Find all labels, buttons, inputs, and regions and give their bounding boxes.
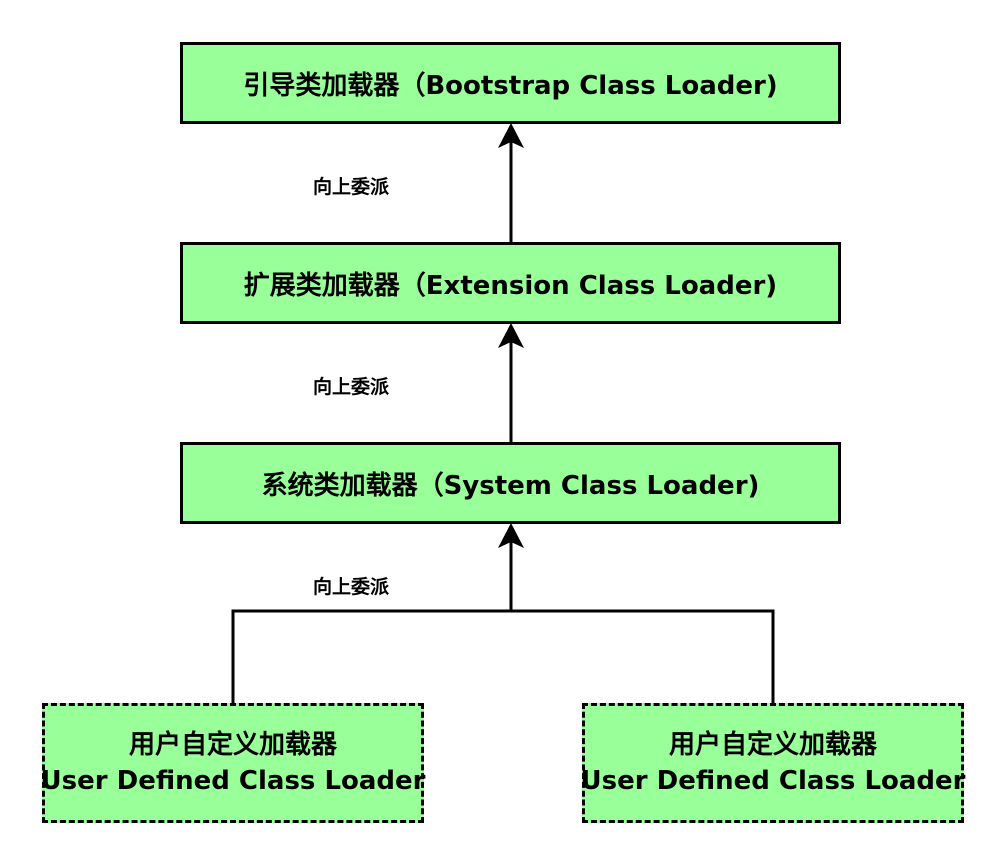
node-user-right-line1: 用户自定义加载器 xyxy=(668,730,877,760)
node-user-defined-class-loader-right: 用户自定义加载器 User Defined Class Loader xyxy=(580,703,966,823)
node-system-class-loader: 系统类加载器（System Class Loader) xyxy=(180,442,841,524)
arrowhead-extension xyxy=(498,323,524,348)
edge-label-delegate-up-2: 向上委派 xyxy=(313,376,390,398)
node-user-defined-class-loader-left: 用户自定义加载器 User Defined Class Loader xyxy=(40,703,426,823)
node-user-left-line2: User Defined Class Loader xyxy=(40,766,426,796)
arrowhead-bootstrap xyxy=(498,123,524,148)
node-extension-class-loader: 扩展类加载器（Extension Class Loader) xyxy=(180,242,841,324)
arrowhead-system xyxy=(498,523,524,548)
edge-label-delegate-up-1: 向上委派 xyxy=(313,176,390,198)
node-user-right-line2: User Defined Class Loader xyxy=(580,766,966,796)
node-bootstrap-label: 引导类加载器（Bootstrap Class Loader) xyxy=(243,70,778,101)
node-system-label: 系统类加载器（System Class Loader) xyxy=(261,470,760,501)
edge-label-delegate-up-3: 向上委派 xyxy=(313,576,390,598)
node-user-left-line1: 用户自定义加载器 xyxy=(128,730,337,760)
node-extension-label: 扩展类加载器（Extension Class Loader) xyxy=(243,270,778,301)
connector-user-left xyxy=(231,609,511,703)
node-bootstrap-class-loader: 引导类加载器（Bootstrap Class Loader) xyxy=(180,42,841,124)
connector-user-right xyxy=(511,609,775,703)
